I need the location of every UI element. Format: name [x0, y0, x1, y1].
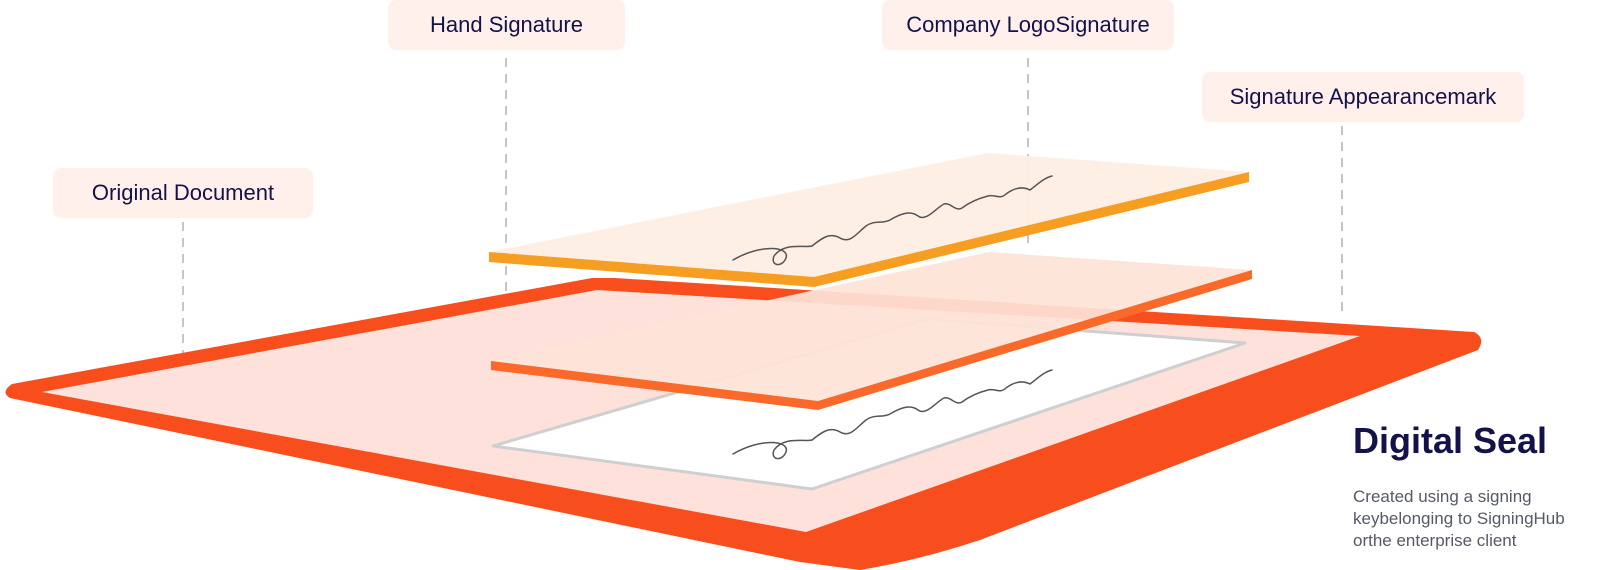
description-line: orthe enterprise client	[1353, 531, 1517, 550]
signature-appearance-layer	[491, 252, 1252, 410]
digital-seal-description: Created using a signing keybelonging to …	[1353, 486, 1565, 552]
signature-scribble-icon	[732, 369, 1053, 460]
description-line: keybelonging to SigningHub	[1353, 509, 1565, 528]
original-document-layer	[5, 278, 1482, 570]
digital-seal-title: Digital Seal	[1353, 420, 1548, 461]
description-line: Created using a signing	[1353, 487, 1532, 506]
callout-original-document: Original Document	[53, 168, 313, 218]
callout-signature-appearance: Signature Appearancemark	[1202, 72, 1524, 122]
hand-signature-layer	[489, 153, 1249, 287]
signature-scribble-icon	[732, 175, 1053, 266]
callout-company-logo-signature: Company LogoSignature	[882, 0, 1174, 50]
callout-hand-signature: Hand Signature	[388, 0, 625, 50]
